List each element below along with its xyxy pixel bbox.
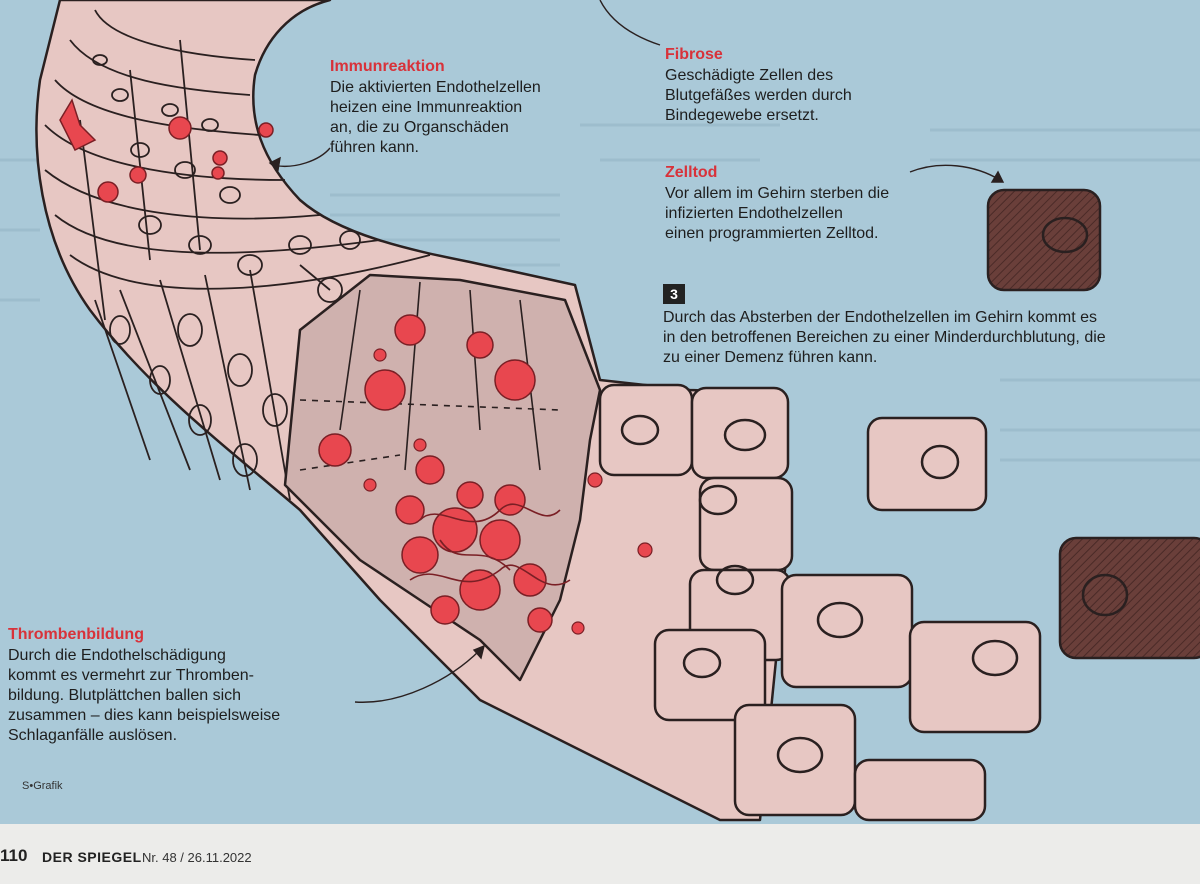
dead-cells bbox=[986, 188, 1200, 660]
thrombus-fibrin bbox=[409, 503, 571, 586]
fibrose-body: Geschädigte Zellen des Blutgefäßes werde… bbox=[665, 67, 852, 124]
callout-arrows bbox=[268, 0, 1005, 703]
immunreaktion-body: Die aktivierten Endothelzellen heizen ei… bbox=[330, 79, 541, 156]
thrombenbildung-body: Durch die Endothelschädigung kommt es ve… bbox=[8, 647, 281, 744]
step-number-badge: 3 bbox=[663, 284, 685, 304]
tube-nuclei bbox=[92, 54, 361, 477]
immunreaktion-callout: Immunreaktion Die aktivierten Endothelze… bbox=[330, 58, 541, 158]
detached-cells bbox=[598, 383, 1042, 822]
magazine-name: DER SPIEGEL bbox=[42, 849, 142, 865]
thrombenbildung-callout: Thrombenbildung Durch die Endothelschädi… bbox=[8, 626, 280, 746]
thrombenbildung-title: Thrombenbildung bbox=[8, 626, 144, 643]
zelltod-title: Zelltod bbox=[665, 164, 718, 181]
vessel-segment-lines bbox=[44, 9, 431, 501]
fibrose-callout: Fibrose Geschädigte Zellen des Blutgefäß… bbox=[665, 46, 852, 126]
red-blood-cells bbox=[318, 314, 553, 633]
zelltod-callout: Zelltod Vor allem im Gehirn sterben die … bbox=[665, 164, 889, 244]
page-number: 110 bbox=[0, 846, 28, 865]
step3-body: Durch das Absterben der Endothelzellen i… bbox=[663, 309, 1106, 366]
step3-text: Durch das Absterben der Endothelzellen i… bbox=[663, 308, 1106, 368]
issue-info: Nr. 48 / 26.11.2022 bbox=[142, 850, 252, 865]
fibrose-title: Fibrose bbox=[665, 46, 723, 63]
lumen-cell-borders bbox=[299, 281, 561, 471]
page-footer: 110 DER SPIEGEL Nr. 48 / 26.11.2022 bbox=[0, 824, 1200, 884]
immune-cells-on-tube bbox=[59, 98, 274, 203]
graphic-credit: S•Grafik bbox=[22, 780, 63, 792]
immunreaktion-title: Immunreaktion bbox=[330, 58, 445, 75]
zelltod-body: Vor allem im Gehirn sterben die infizier… bbox=[665, 185, 890, 242]
